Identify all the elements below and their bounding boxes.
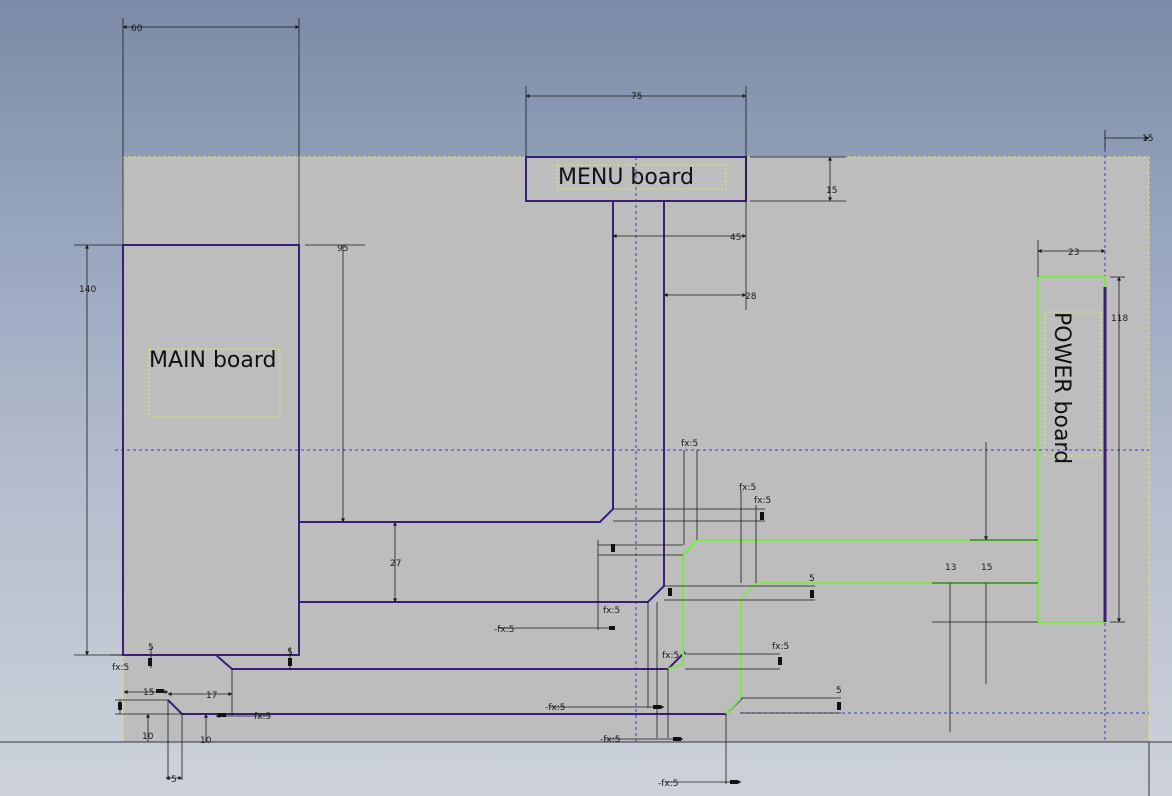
power-board-label: POWER board xyxy=(1049,312,1074,464)
dimension-lines xyxy=(74,18,1150,784)
dim-power-height[interactable]: 118 xyxy=(1111,314,1128,324)
dim-5-a[interactable]: 5 xyxy=(809,574,815,584)
dim-fillet-2[interactable]: fx:5 xyxy=(739,483,756,493)
dim-main-height[interactable]: 140 xyxy=(79,285,96,295)
dim-13[interactable]: 13 xyxy=(945,563,956,573)
dim-15[interactable]: 15 xyxy=(981,563,992,573)
dim-17[interactable]: 17 xyxy=(206,691,217,701)
main-board-outline[interactable] xyxy=(122,244,300,656)
dim-10-a[interactable]: 10 xyxy=(142,732,154,742)
dim-fillet-4[interactable]: fx:5 xyxy=(603,606,620,616)
dim-fillet-neg-1[interactable]: -fx:5 xyxy=(494,625,515,635)
dim-menu-cable-offset2[interactable]: 28 xyxy=(745,292,757,302)
dim-fillet-5[interactable]: fx:5 xyxy=(772,642,789,652)
dim-power-offset[interactable]: 15 xyxy=(1142,134,1153,144)
main-board-label: MAIN board xyxy=(149,348,277,373)
dim-fillet-neg-4[interactable]: -fx:5 xyxy=(658,779,679,789)
dimension-labels: 60 75 15 140 15 95 27 45 28 23 118 13 15… xyxy=(79,24,1153,789)
dim-menu-cable-offset[interactable]: 45 xyxy=(730,233,741,243)
label-frames xyxy=(148,164,1102,457)
dim-15-small[interactable]: 15 xyxy=(143,688,154,698)
constraint-glyphs xyxy=(118,512,841,784)
dim-fillet-8[interactable]: fx:5 xyxy=(254,712,271,722)
dim-menu-height[interactable]: 15 xyxy=(826,186,837,196)
dim-cable-drop[interactable]: 95 xyxy=(337,244,348,254)
dim-fillet-7[interactable]: fx:5 xyxy=(112,663,129,673)
dim-fillet-1[interactable]: fx:5 xyxy=(681,439,698,449)
dim-5-e[interactable]: 5 xyxy=(171,775,177,785)
dim-5-c[interactable]: 5 xyxy=(148,643,154,653)
dim-fillet-neg-3[interactable]: -fx:5 xyxy=(600,735,621,745)
dim-fillet-3[interactable]: fx:5 xyxy=(754,496,771,506)
menu-board-label: MENU board xyxy=(558,165,694,190)
dim-5-d[interactable]: 5 xyxy=(287,648,293,658)
dim-fillet-6[interactable]: fx:5 xyxy=(662,651,679,661)
dim-5-b[interactable]: 5 xyxy=(836,686,842,696)
dim-main-width[interactable]: 60 xyxy=(131,24,143,34)
dim-cable-gap[interactable]: 27 xyxy=(390,559,401,569)
dim-fillet-neg-2[interactable]: -fx:5 xyxy=(545,703,566,713)
dim-menu-width[interactable]: 75 xyxy=(631,92,642,102)
dim-10-b[interactable]: 10 xyxy=(200,736,212,746)
dim-power-width[interactable]: 23 xyxy=(1068,248,1079,258)
